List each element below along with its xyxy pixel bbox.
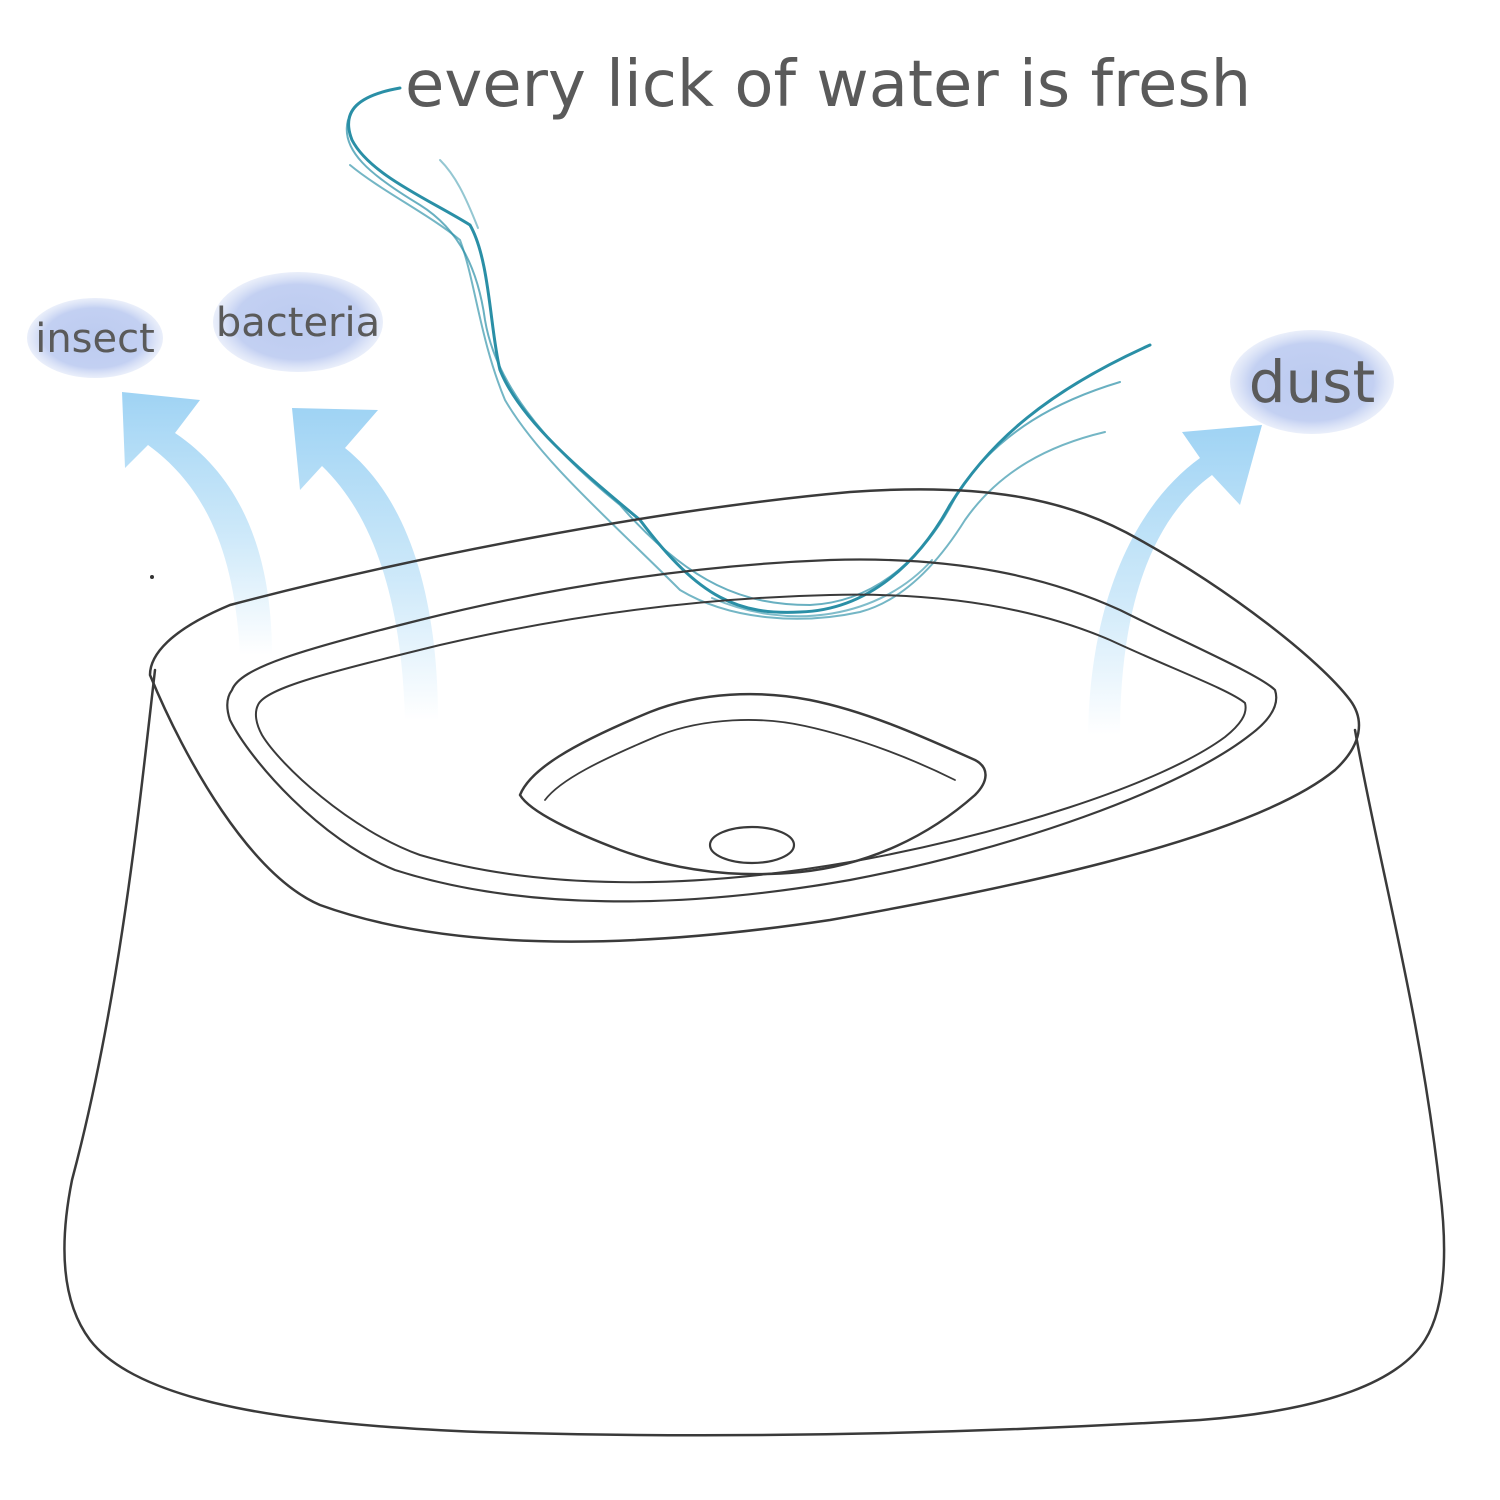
stray-dot (150, 575, 154, 579)
water-stream (345, 86, 1152, 620)
headline: every lick of water is fresh (405, 48, 1251, 122)
tag-dust-label: dust (1249, 348, 1376, 416)
bowl-center-well (518, 692, 987, 876)
arrow-dust (1088, 425, 1262, 735)
bowl-drain-hole (708, 825, 796, 865)
tag-insect-label: insect (35, 316, 155, 362)
bowl-body (63, 668, 1446, 1437)
bowl (63, 488, 1446, 1437)
bowl-rim-outer (148, 488, 1361, 943)
arrow-bacteria (292, 408, 438, 720)
arrow-insect (122, 392, 272, 655)
tag-dust: dust (1230, 330, 1394, 434)
tag-insect: insect (27, 298, 163, 378)
tag-bacteria-label: bacteria (216, 300, 380, 346)
bowl-rim-inner (226, 558, 1278, 903)
tag-bacteria: bacteria (213, 272, 383, 372)
